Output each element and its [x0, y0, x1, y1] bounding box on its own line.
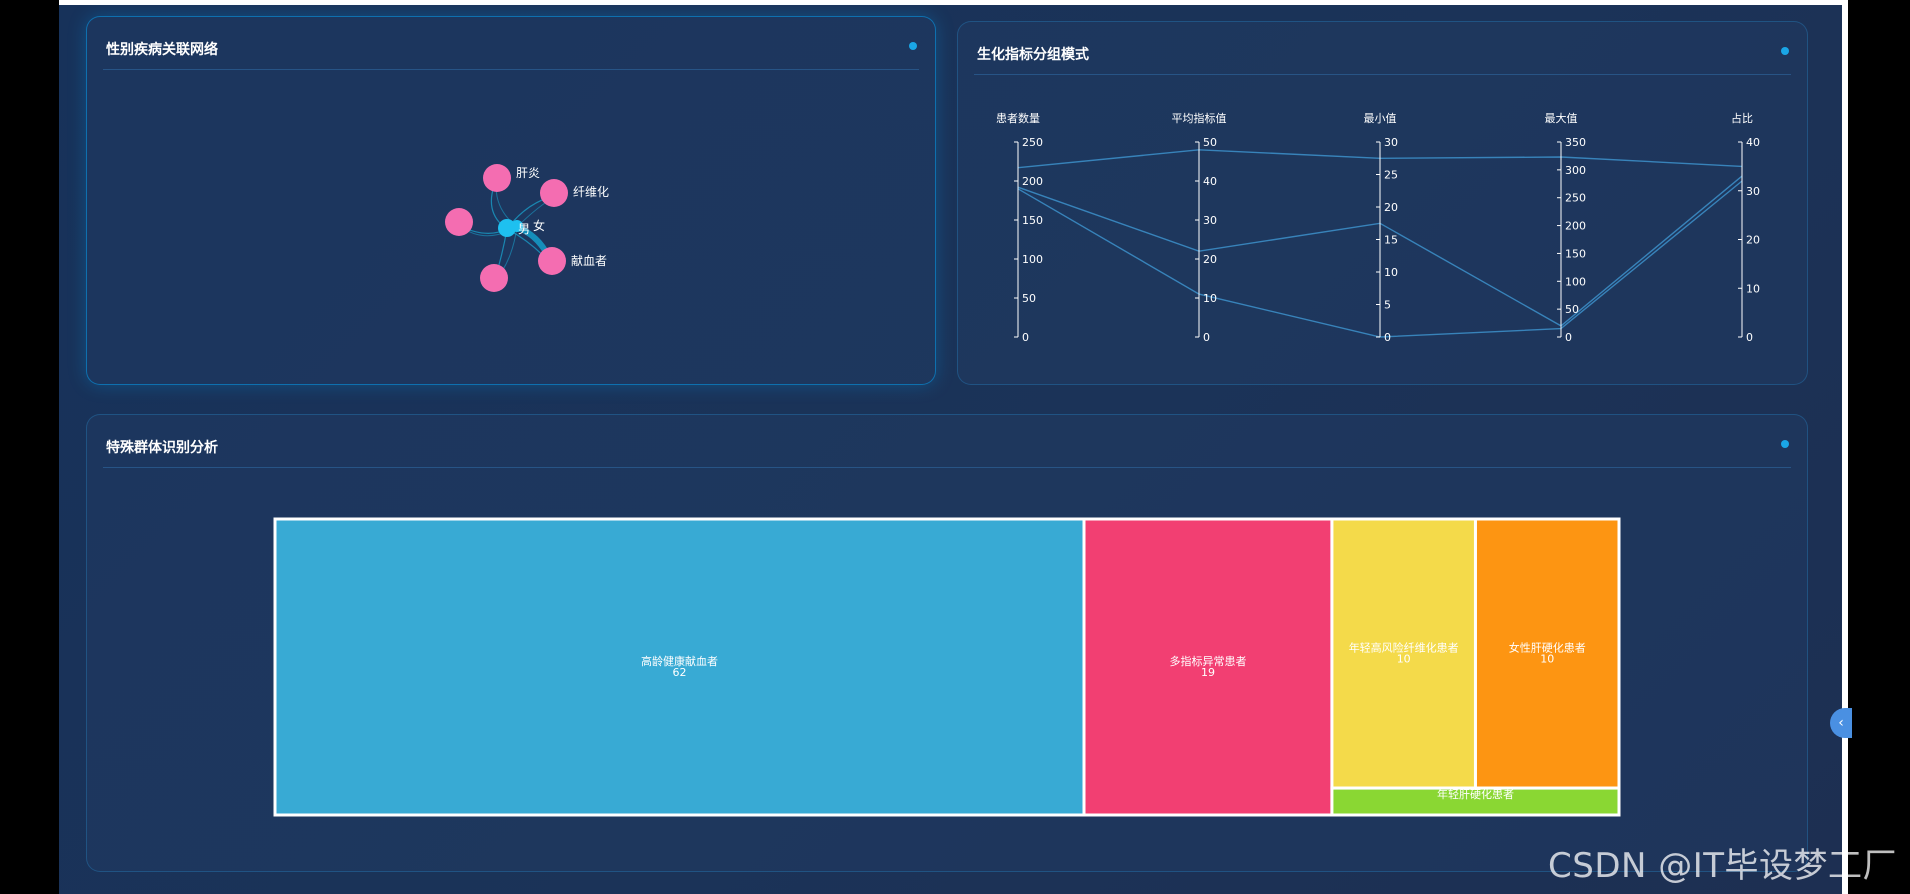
treemap-value: 62 [673, 666, 687, 679]
parallel-axis: 占比 0 10 20 30 40 [1731, 111, 1760, 344]
axis-name: 最小值 [1364, 112, 1397, 125]
axis-tick-label: 30 [1203, 214, 1217, 227]
axis-tick-label: 300 [1565, 164, 1586, 177]
parallel-chart[interactable]: 患者数量050100150200250平均指标值01020304050最小值05… [958, 22, 1807, 384]
node-hepatitis [483, 164, 511, 192]
treemap-value: 19 [1201, 666, 1215, 679]
axis-tick-label: 150 [1022, 214, 1043, 227]
axis-tick-label: 0 [1022, 331, 1029, 344]
axis-tick-label: 10 [1746, 282, 1760, 295]
network-panel: 性别疾病关联网络 [86, 16, 936, 385]
network-labels: 肝炎 纤维化 献血者 男 女 [516, 166, 609, 268]
panel-divider [103, 467, 1791, 468]
axis-name: 患者数量 [996, 112, 1040, 125]
axis-tick-label: 40 [1746, 136, 1760, 149]
axis-tick-label: 10 [1203, 292, 1217, 305]
axis-tick-label: 30 [1746, 185, 1760, 198]
axis-tick-label: 200 [1022, 175, 1043, 188]
label-male: 男 [518, 222, 530, 236]
panel-indicator-dot [1781, 440, 1789, 448]
node-fibrosis [540, 179, 568, 207]
axis-name: 最大值 [1545, 111, 1578, 125]
axis-tick-label: 30 [1384, 136, 1398, 149]
node-male [498, 219, 516, 237]
axis-tick-label: 0 [1746, 331, 1753, 344]
scrollbar-track[interactable] [1842, 0, 1848, 894]
treemap-label: 年轻高风险纤维化患者 [1349, 641, 1459, 655]
axis-tick-label: 15 [1384, 234, 1398, 247]
axis-tick-label: 0 [1203, 331, 1210, 344]
axis-tick-label: 250 [1565, 192, 1586, 205]
node-donor [538, 247, 566, 275]
watermark: CSDN @IT毕设梦工厂 [1548, 846, 1898, 886]
treemap-cell[interactable]: 年轻肝硬化患者 [1330, 786, 1621, 817]
label-female: 女 [533, 218, 545, 233]
axis-tick-label: 100 [1022, 253, 1043, 266]
panel-title: 生化指标分组模式 [977, 47, 1089, 63]
treemap-value: 10 [1540, 653, 1554, 666]
network-graph[interactable]: 肝炎 纤维化 献血者 男 女 [87, 17, 935, 384]
axis-tick-label: 20 [1746, 234, 1760, 247]
node-bottom [480, 264, 508, 292]
axis-tick-label: 200 [1565, 220, 1586, 233]
axis-tick-label: 0 [1384, 331, 1391, 344]
axis-tick-label: 50 [1565, 303, 1579, 316]
label-hepatitis: 肝炎 [516, 166, 540, 180]
node-female [511, 220, 523, 232]
axis-tick-label: 150 [1565, 247, 1586, 260]
label-donor: 献血者 [571, 253, 607, 268]
treemap-value: 10 [1397, 653, 1411, 666]
parallel-axis: 患者数量 0 50 100 150 200 250 [996, 112, 1043, 344]
axis-tick-label: 100 [1565, 275, 1586, 288]
panel-indicator-dot [909, 42, 917, 50]
axis-tick-label: 350 [1565, 136, 1586, 149]
axis-name: 占比 [1731, 111, 1753, 125]
axis-tick-label: 25 [1384, 169, 1398, 182]
panel-indicator-dot [1781, 47, 1789, 55]
panel-title: 性别疾病关联网络 [106, 42, 218, 58]
treemap-rect [1082, 517, 1334, 817]
chevron-left-icon[interactable]: ‹ [1830, 708, 1852, 738]
label-fibrosis: 纤维化 [573, 185, 609, 199]
axis-tick-label: 50 [1203, 136, 1217, 149]
axis-tick-label: 20 [1384, 201, 1398, 214]
node-left [445, 208, 473, 236]
axis-tick-label: 250 [1022, 136, 1043, 149]
panel-divider [103, 69, 919, 70]
treemap-chart[interactable]: 高龄健康献血者62多指标异常患者19年轻高风险纤维化患者10女性肝硬化患者10年… [87, 415, 1807, 871]
axis-tick-label: 50 [1022, 292, 1036, 305]
treemap-label: 年轻肝硬化患者 [1437, 787, 1514, 801]
parallel-axis: 最大值 0 50 100 150 200 250 300 350 [1545, 111, 1587, 344]
treemap-label: 女性肝硬化患者 [1509, 641, 1586, 655]
panel-divider [974, 74, 1791, 75]
parallel-axis: 平均指标值 0 10 20 30 40 50 [1172, 111, 1227, 344]
treemap-rect [1473, 517, 1621, 790]
network-nodes[interactable] [445, 164, 568, 292]
treemap-label: 多指标异常患者 [1169, 654, 1246, 668]
axis-tick-label: 0 [1565, 331, 1572, 344]
axis-tick-label: 10 [1384, 266, 1398, 279]
treemap-rect [1330, 786, 1621, 817]
parallel-axis: 最小值 0 5 10 15 20 25 30 [1364, 112, 1399, 344]
dashboard-stage: 性别疾病关联网络 [59, 0, 1842, 894]
axis-tick-label: 40 [1203, 175, 1217, 188]
panel-title: 特殊群体识别分析 [106, 440, 218, 456]
axis-tick-label: 20 [1203, 253, 1217, 266]
treemap-rect [273, 517, 1086, 817]
axis-name: 平均指标值 [1172, 111, 1227, 125]
axis-tick-label: 5 [1384, 299, 1391, 312]
treemap-label: 高龄健康献血者 [641, 654, 718, 668]
